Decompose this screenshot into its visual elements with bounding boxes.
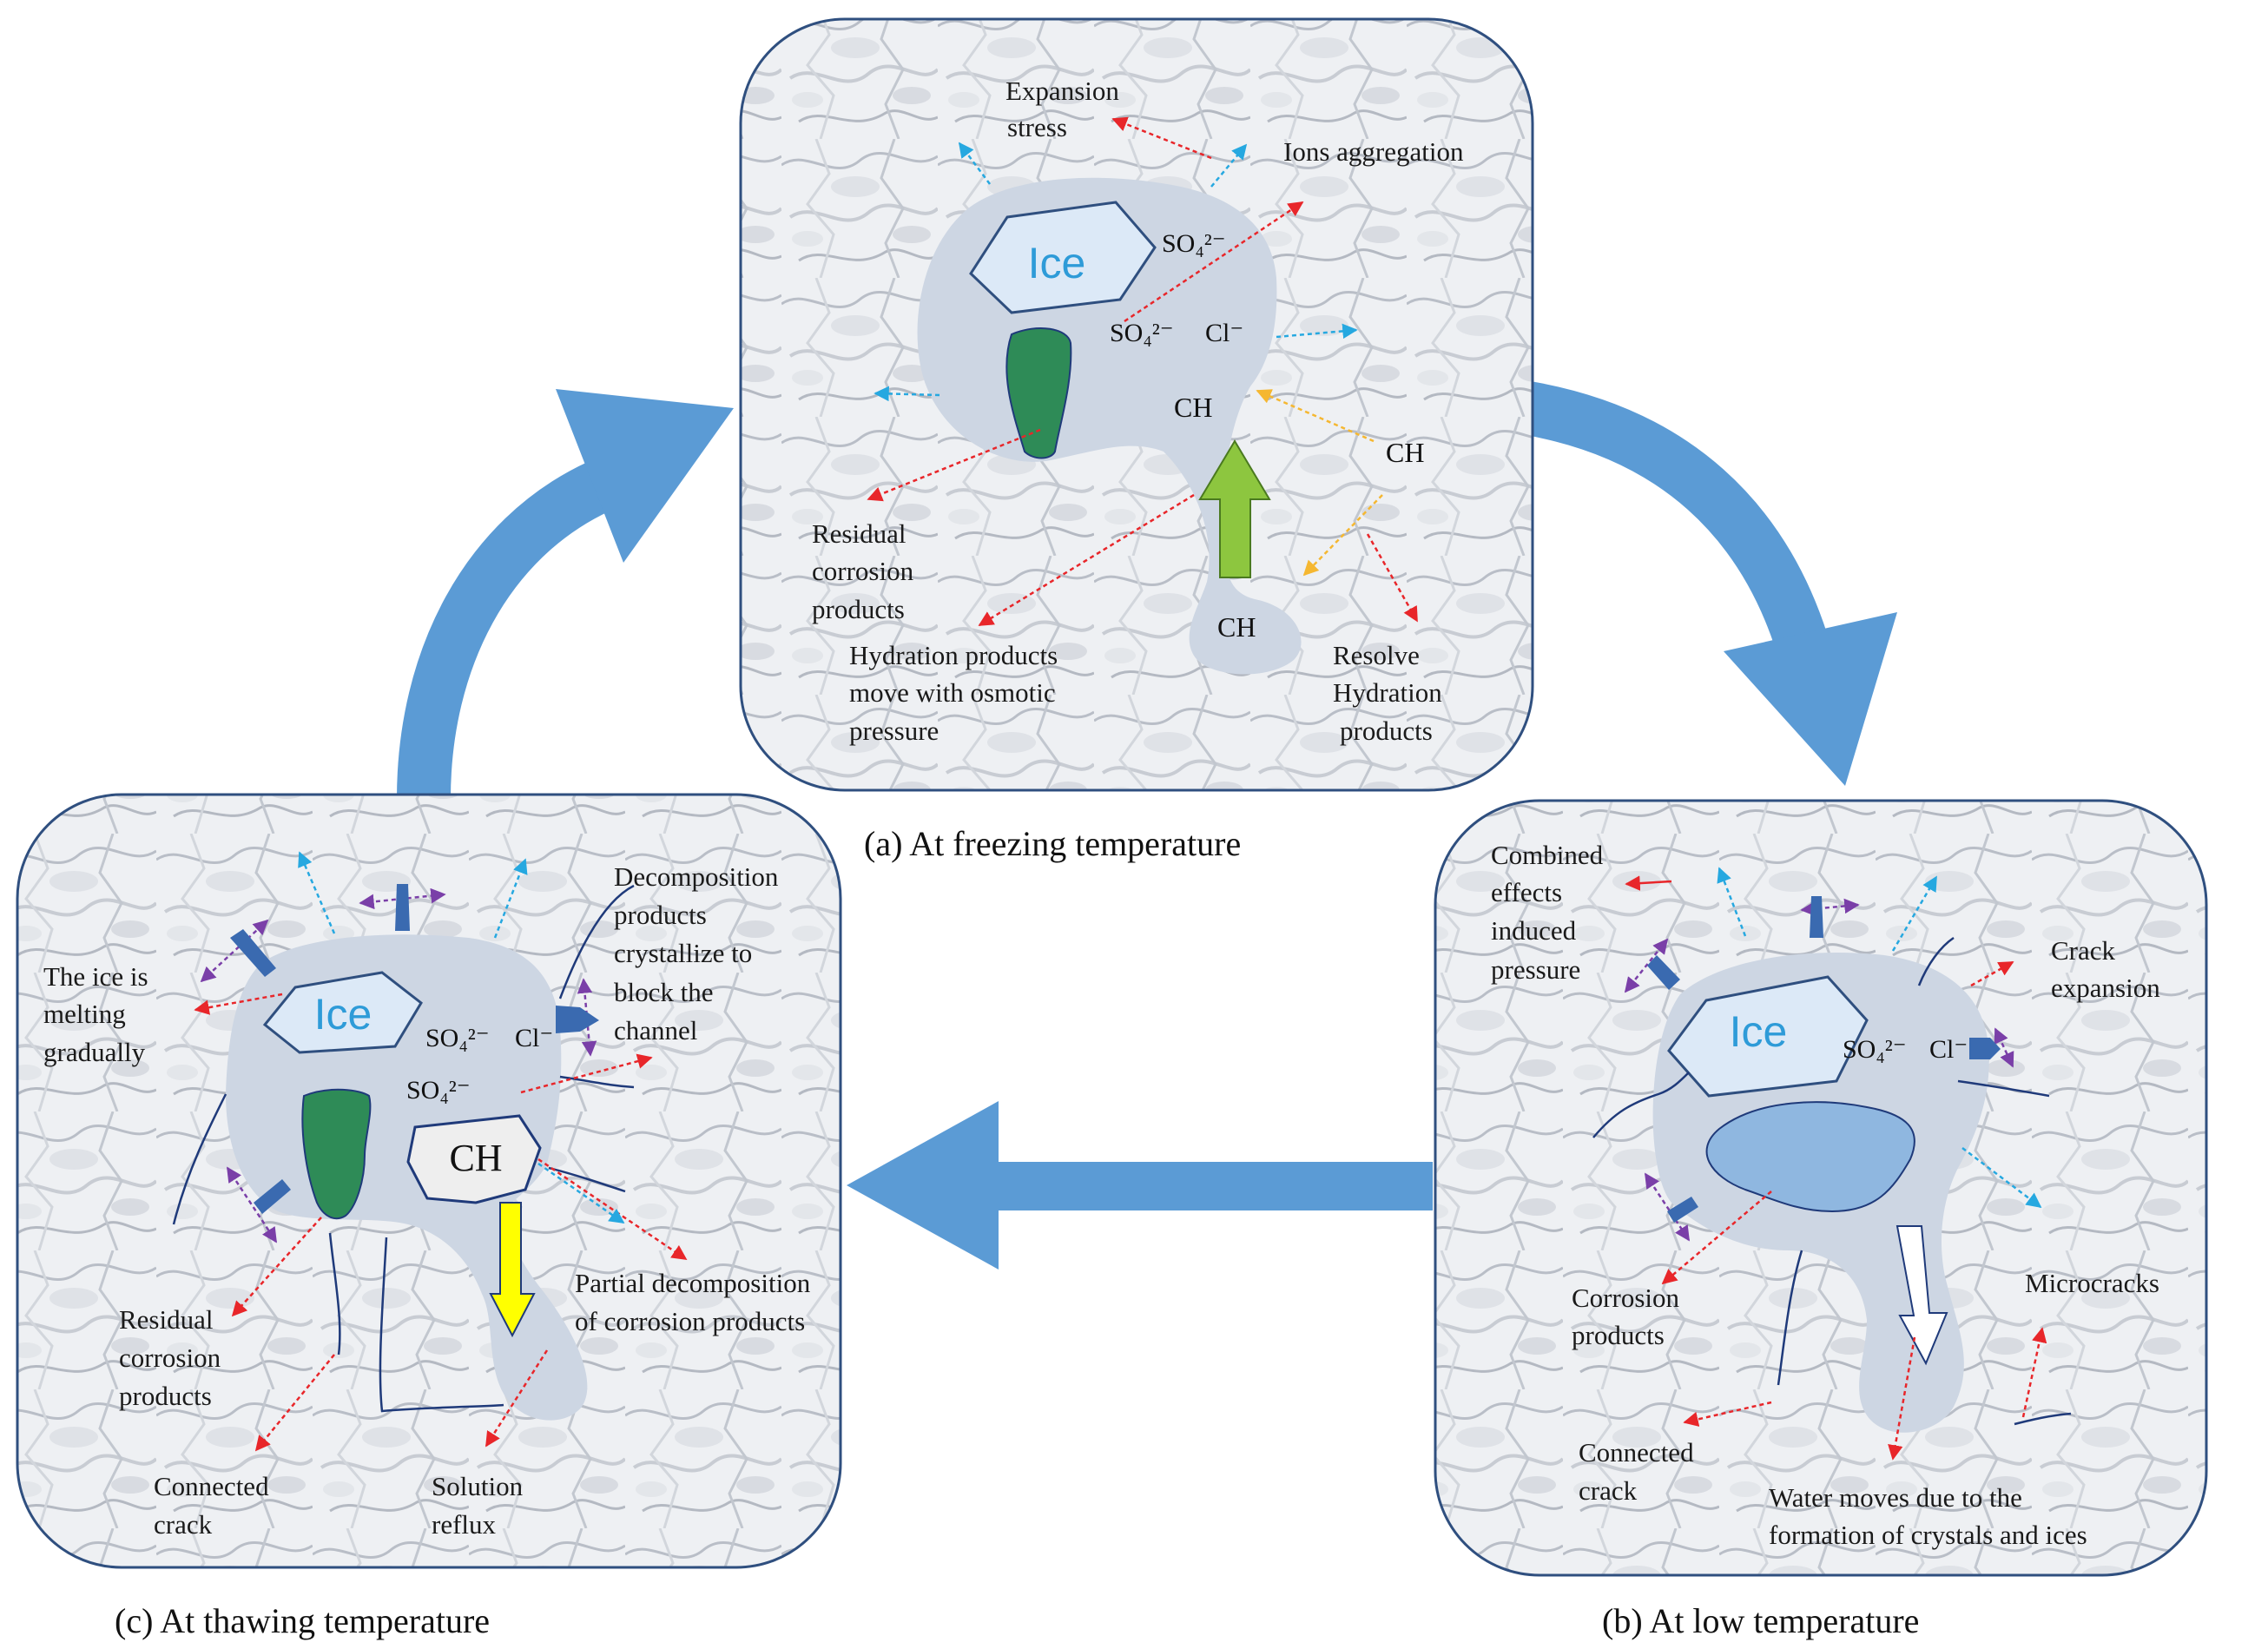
cl-label-b: Cl⁻: [1929, 1035, 1968, 1064]
melting-label-3: gradually: [43, 1037, 146, 1067]
expansion-stress-label-2: stress: [1007, 112, 1067, 142]
partial-label-2: of corrosion products: [575, 1306, 805, 1336]
resolve-label-2: Hydration: [1333, 677, 1442, 708]
residual-label-c1: Residual: [119, 1304, 214, 1335]
cl-label-c: Cl⁻: [515, 1024, 553, 1052]
residual-label-a2: corrosion: [812, 556, 914, 586]
residual-label-a3: products: [812, 594, 905, 624]
ice-label-a: Ice: [1028, 239, 1086, 287]
cycle-arrow-a-to-b: [1523, 381, 1897, 786]
green-arrow-a: [1198, 439, 1271, 578]
yellow-arrow-c: [489, 1202, 536, 1338]
residual-label-c2: corrosion: [119, 1342, 221, 1373]
arrows-b: [1624, 867, 2047, 1461]
decomp-label-5: channel: [614, 1015, 697, 1045]
ions-aggregation-label: Ions aggregation: [1283, 136, 1464, 167]
residual-label-c3: products: [119, 1381, 212, 1411]
melting-label-2: melting: [43, 999, 126, 1029]
ice-crystal-c: [262, 971, 423, 1054]
combined-label-4: pressure: [1491, 954, 1580, 985]
panel-a-freezing: Ice SO₄²⁻ SO₄²⁻ Cl⁻ CH CH CH Expansion s…: [739, 17, 1534, 863]
so4-label-c1: SO₄²⁻: [425, 1024, 490, 1052]
ch-label-a-top: CH: [1174, 392, 1212, 423]
partial-label-1: Partial decomposition: [575, 1268, 811, 1298]
expansion-stress-label-1: Expansion: [1005, 76, 1119, 106]
decomp-label-4: block the: [614, 977, 714, 1007]
so4-label-a1: SO₄²⁻: [1162, 229, 1226, 258]
arrows-c: [194, 851, 688, 1452]
crack-expansion-label-1: Crack: [2051, 935, 2116, 966]
so4-label-a2: SO₄²⁻: [1110, 319, 1174, 347]
cracks-b: [1592, 936, 2072, 1426]
connected-label-b1: Connected: [1579, 1437, 1694, 1468]
panel-c-thawing: Ice CH SO₄²⁻ Cl⁻ SO₄²⁻: [16, 793, 842, 1640]
microcracks-label: Microcracks: [2025, 1268, 2159, 1298]
reflux-label-1: Solution: [432, 1471, 524, 1501]
decomp-label-2: products: [614, 900, 707, 930]
ice-label-c: Ice: [314, 990, 373, 1039]
hydration-label-1: Hydration products: [849, 640, 1058, 670]
melting-label-1: The ice is: [43, 961, 148, 992]
corrosion-product-c: [301, 1088, 372, 1220]
corrosion-label-2: products: [1572, 1320, 1665, 1350]
residual-label-a1: Residual: [812, 518, 907, 549]
cracks-c: [172, 884, 635, 1413]
ice-crystal-a: [969, 201, 1157, 314]
so4-label-c2: SO₄²⁻: [406, 1076, 471, 1105]
water-label-2: formation of crystals and ices: [1769, 1520, 2087, 1550]
caption-c: (c) At thawing temperature: [115, 1601, 490, 1640]
resolve-label-3: products: [1340, 716, 1433, 746]
cycle-arrow-b-to-c: [847, 1101, 1433, 1270]
so4-label-b: SO₄²⁻: [1843, 1035, 1907, 1064]
cl-label-a: Cl⁻: [1205, 319, 1243, 347]
corrosion-label-1: Corrosion: [1572, 1283, 1680, 1313]
ch-label-c: CH: [449, 1137, 502, 1179]
reflux-label-2: reflux: [432, 1509, 497, 1540]
combined-label-1: Combined: [1491, 840, 1604, 870]
resolve-label-1: Resolve: [1333, 640, 1420, 670]
combined-label-2: effects: [1491, 877, 1562, 907]
ice-label-b: Ice: [1730, 1007, 1788, 1056]
caption-a: (a) At freezing temperature: [864, 824, 1241, 863]
cycle-arrow-c-to-a: [397, 389, 734, 800]
wedges-b: [1647, 896, 2001, 1223]
hydration-label-3: pressure: [849, 716, 939, 746]
ch-label-a-right: CH: [1386, 437, 1424, 468]
white-arrow-b: [1895, 1225, 1948, 1366]
water-label-1: Water moves due to the: [1769, 1482, 2022, 1513]
connected-label-c2: crack: [154, 1509, 213, 1540]
corrosion-product-a: [1005, 327, 1072, 459]
connected-label-b2: crack: [1579, 1475, 1638, 1506]
decomp-label-3: crystallize to: [614, 938, 752, 968]
combined-label-3: induced: [1491, 915, 1577, 946]
hydration-label-2: move with osmotic: [849, 677, 1056, 708]
wedges-c: [230, 884, 599, 1214]
ice-crystal-b: [1667, 975, 1869, 1098]
ch-crystal-c: [406, 1114, 542, 1204]
crack-expansion-label-2: expansion: [2051, 973, 2160, 1003]
panel-b-low: Ice SO₄²⁻ Cl⁻: [1434, 799, 2208, 1640]
ice-blob-b: [1705, 1101, 1915, 1213]
connected-label-c1: Connected: [154, 1471, 269, 1501]
cycle-arrows: [397, 381, 1897, 1270]
ch-label-a-bottom: CH: [1217, 611, 1256, 643]
arrows-a: [867, 116, 1419, 627]
decomp-label-1: Decomposition: [614, 861, 779, 892]
caption-b: (b) At low temperature: [1602, 1601, 1919, 1640]
